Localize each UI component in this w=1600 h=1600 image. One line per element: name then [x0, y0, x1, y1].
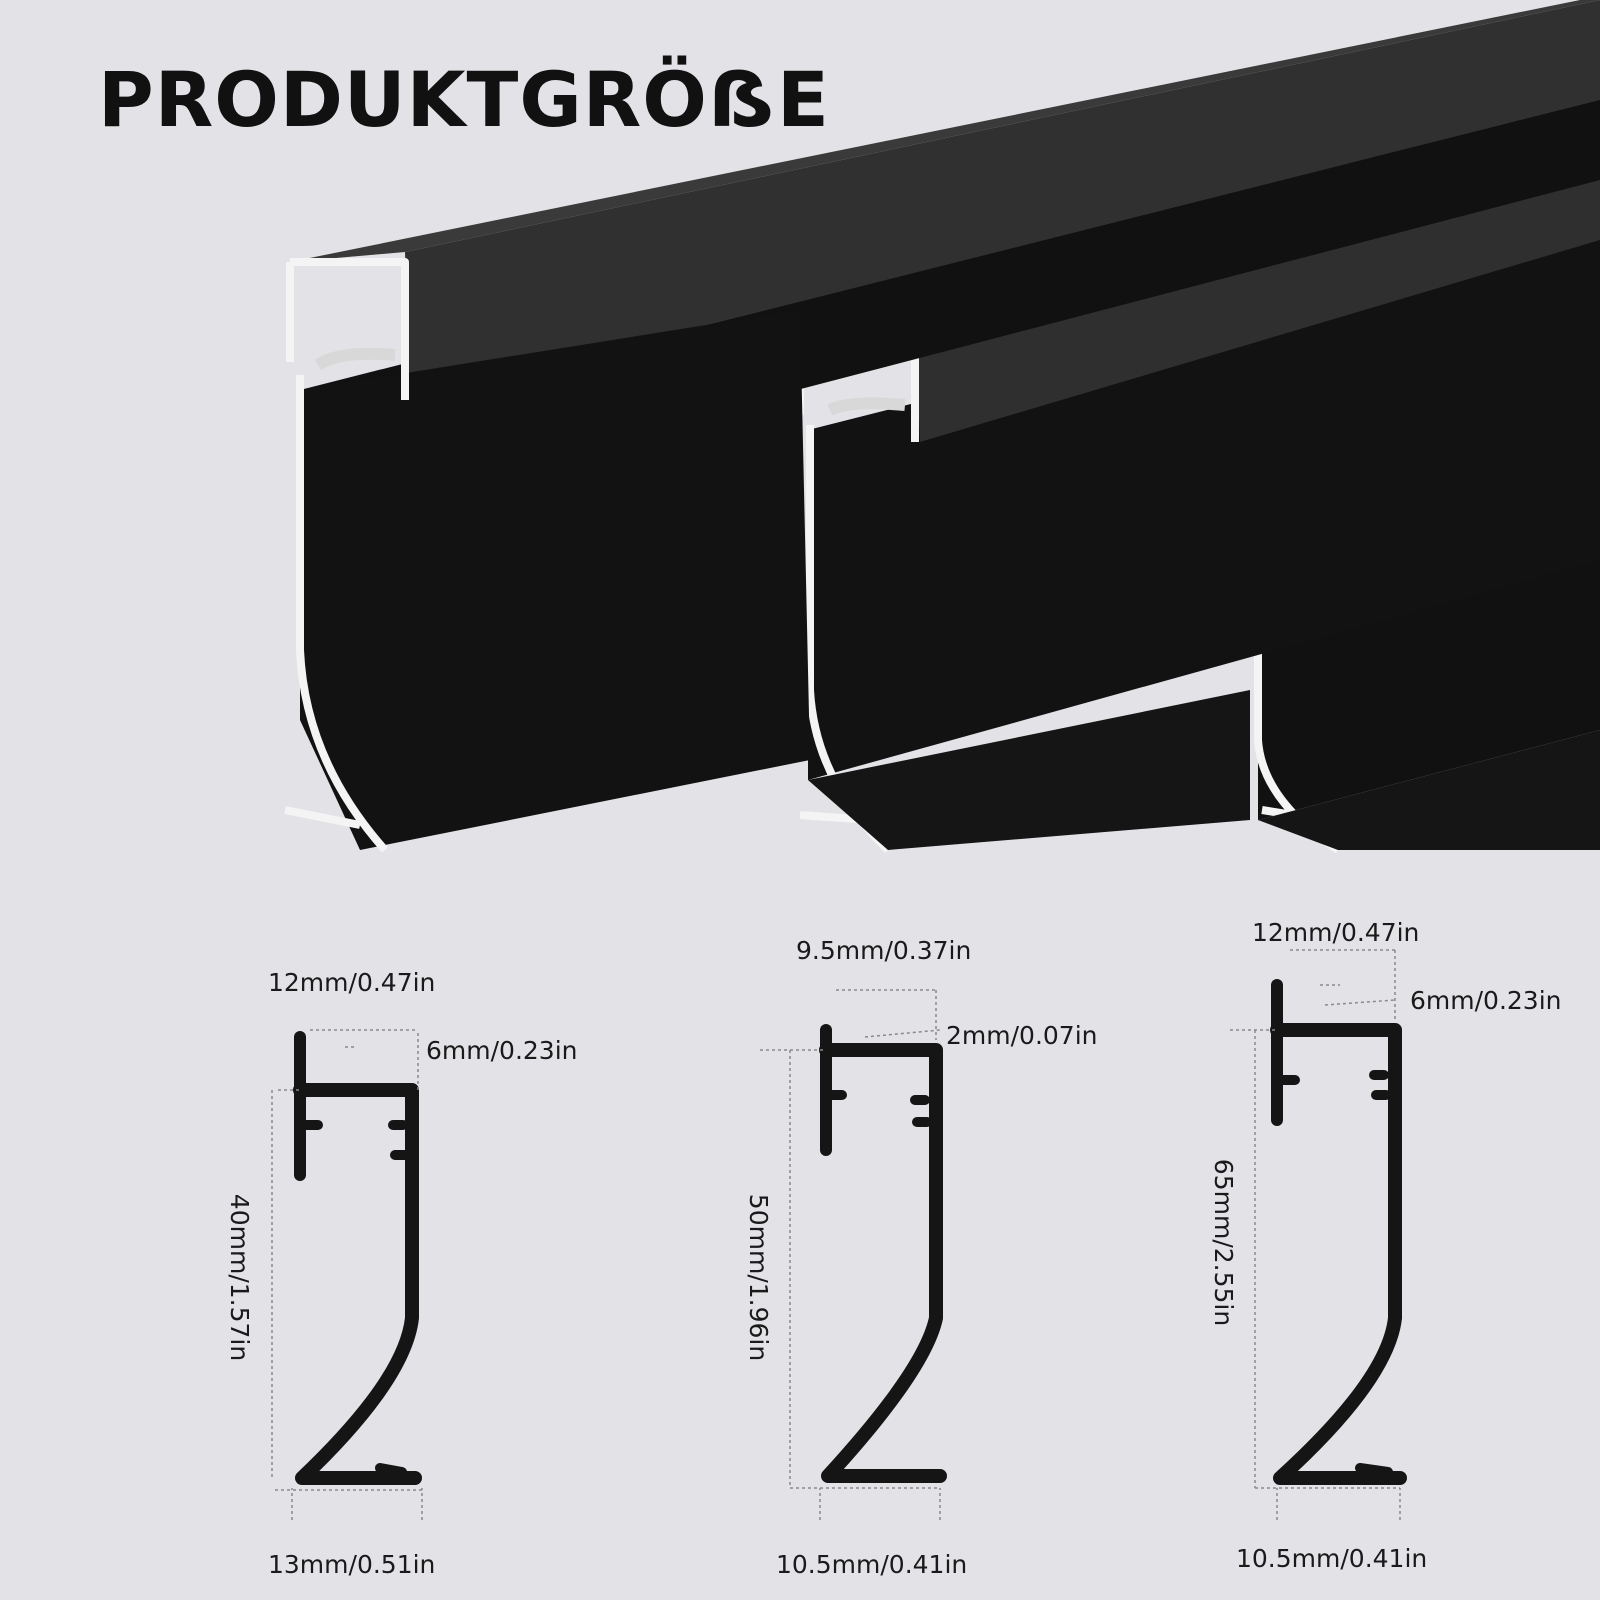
- cross-section-small: [271, 1029, 423, 1520]
- page-title: PRODUKTGRÖẞE: [98, 55, 830, 144]
- dim-large-height: 65mm/2.55in: [1209, 1158, 1239, 1327]
- cross-section-large: [1230, 949, 1407, 1520]
- dim-medium-base-width: 10.5mm/0.41in: [776, 1550, 968, 1579]
- dim-medium-channel-depth: 2mm/0.07in: [946, 1021, 1098, 1050]
- dim-large-channel-depth: 6mm/0.23in: [1410, 986, 1562, 1015]
- dim-small-base-width: 13mm/0.51in: [268, 1550, 436, 1579]
- dim-small-channel-depth: 6mm/0.23in: [426, 1036, 578, 1065]
- profile-3d-small: [284, 0, 1600, 853]
- dim-small-height: 40mm/1.57in: [225, 1193, 255, 1362]
- dim-large-top-width: 12mm/0.47in: [1252, 918, 1420, 947]
- dim-small-top-width: 12mm/0.47in: [268, 968, 436, 997]
- dim-medium-top-width: 9.5mm/0.37in: [796, 936, 972, 965]
- dim-large-base-width: 10.5mm/0.41in: [1236, 1544, 1428, 1573]
- cross-section-medium: [760, 989, 947, 1520]
- dim-medium-height: 50mm/1.96in: [744, 1193, 774, 1362]
